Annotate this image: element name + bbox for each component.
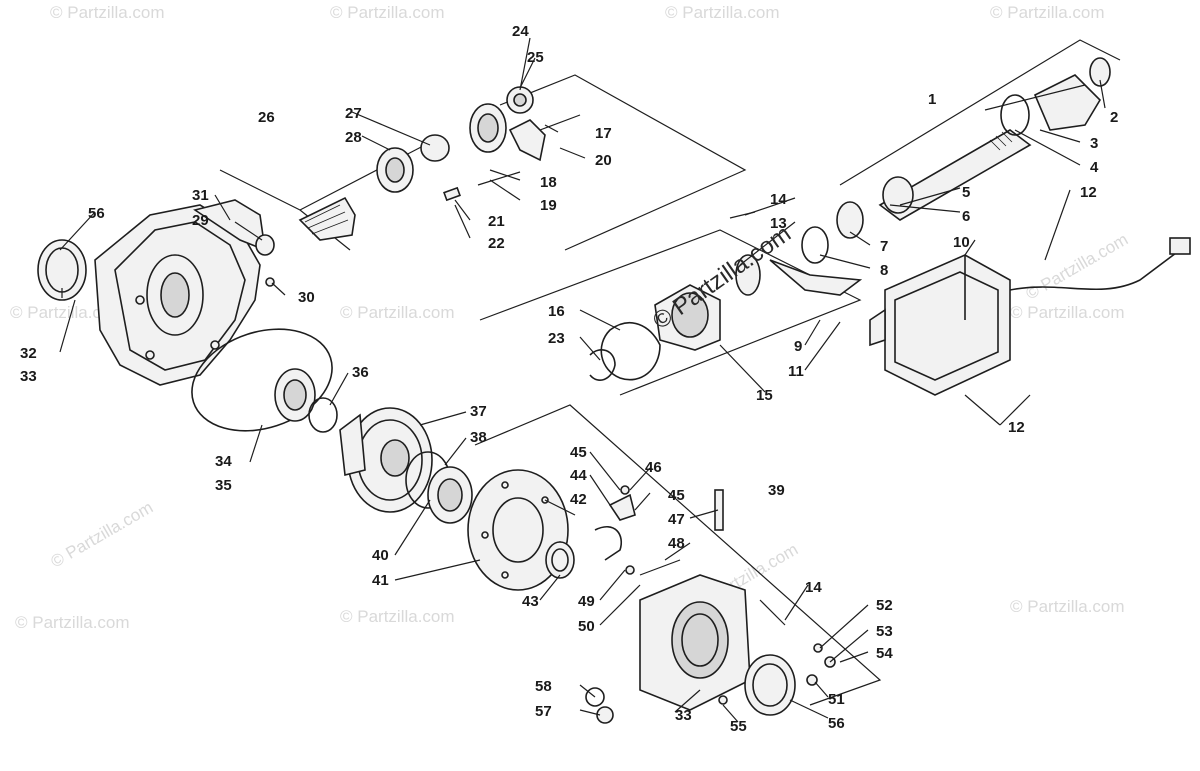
- callout-2: 2: [1110, 109, 1118, 126]
- callout-31: 31: [192, 187, 209, 204]
- sensor-housing: [589, 211, 863, 381]
- callout-14-top: 14: [770, 191, 787, 208]
- watermark: © Partzilla.com: [50, 3, 165, 22]
- callout-41: 41: [372, 572, 389, 589]
- callout-20: 20: [595, 152, 612, 169]
- watermark: © Partzilla.com: [990, 3, 1105, 22]
- bearing-36: [274, 368, 338, 433]
- callout-50: 50: [578, 618, 595, 635]
- shaft-assembly: [801, 57, 1111, 264]
- callout-32: 32: [20, 345, 37, 362]
- callout-22: 22: [488, 235, 505, 252]
- callout-42: 42: [570, 491, 587, 508]
- callout-43: 43: [522, 593, 539, 610]
- ring-gear: [339, 407, 433, 513]
- bracket-sensor: [479, 229, 862, 396]
- callout-16: 16: [548, 303, 565, 320]
- watermark: © Partzilla.com: [1010, 597, 1125, 616]
- bracket-shift: [499, 74, 747, 251]
- callout-9: 9: [794, 338, 802, 355]
- callout-19: 19: [540, 197, 557, 214]
- bearing-38: [405, 451, 473, 524]
- callout-53: 53: [876, 623, 893, 640]
- watermark: © Partzilla.com: [340, 303, 455, 322]
- callout-40: 40: [372, 547, 389, 564]
- bracket-39: [474, 404, 882, 706]
- watermark: © Partzilla.com: [340, 607, 455, 626]
- callout-47: 47: [668, 511, 685, 528]
- callout-39: 39: [768, 482, 785, 499]
- callout-13: 13: [770, 215, 787, 232]
- callout-49: 49: [578, 593, 595, 610]
- callout-11: 11: [788, 363, 804, 380]
- callout-57: 57: [535, 703, 552, 720]
- callout-25: 25: [527, 49, 544, 66]
- callout-51: 51: [828, 691, 845, 708]
- actuator-box: [869, 237, 1191, 396]
- callout-18: 18: [540, 174, 557, 191]
- callout-21: 21: [488, 213, 505, 230]
- callout-58: 58: [535, 678, 552, 695]
- callout-45-top: 45: [570, 444, 587, 461]
- callout-38: 38: [470, 429, 487, 446]
- callout-33-left: 33: [20, 368, 37, 385]
- o-ring-34: [191, 328, 333, 432]
- shift-fork-group: [443, 86, 581, 202]
- callout-55: 55: [730, 718, 747, 735]
- callout-14-bottom: 14: [805, 579, 822, 596]
- watermark: © Partzilla.com: [10, 303, 125, 322]
- watermark: © Partzilla.com: [1010, 303, 1125, 322]
- callout-34: 34: [215, 453, 232, 470]
- cover-plate: [467, 469, 569, 591]
- callout-1: 1: [928, 91, 936, 108]
- watermark: © Partzilla.com: [665, 3, 780, 22]
- callout-12-bottom: 12: [1008, 419, 1025, 436]
- leader-lines: [59, 37, 1106, 723]
- callout-8: 8: [880, 262, 888, 279]
- bracket-1: [839, 39, 1121, 186]
- callout-23: 23: [548, 330, 565, 347]
- rear-cover: [585, 574, 836, 724]
- center-watermark: © Partzilla.com: [648, 220, 796, 335]
- callout-24: 24: [512, 23, 529, 40]
- callout-37: 37: [470, 403, 487, 420]
- callout-35: 35: [215, 477, 232, 494]
- main-housing: [94, 199, 266, 386]
- callout-36: 36: [352, 364, 369, 381]
- callout-44: 44: [570, 467, 587, 484]
- callout-4: 4: [1090, 159, 1099, 176]
- callout-10: 10: [953, 234, 970, 251]
- callout-56-bottom: 56: [828, 715, 845, 732]
- callout-30: 30: [298, 289, 315, 306]
- pinion-assembly: [255, 134, 450, 287]
- callout-15: 15: [756, 387, 773, 404]
- watermark: © Partzilla.com: [1023, 230, 1132, 304]
- watermark: © Partzilla.com: [15, 613, 130, 632]
- callout-labels: 1 2 3 4 5 6 7 8 9 10 11 12 12 14 13 15 1…: [20, 23, 1118, 735]
- callout-5: 5: [962, 184, 970, 201]
- seal-56-left: [37, 239, 87, 301]
- callout-29: 29: [192, 212, 209, 229]
- callout-17: 17: [595, 125, 612, 142]
- callout-52: 52: [876, 597, 893, 614]
- small-parts: [545, 485, 724, 579]
- callout-7: 7: [880, 238, 888, 255]
- callout-28: 28: [345, 129, 362, 146]
- callout-56-left: 56: [88, 205, 105, 222]
- callout-48: 48: [668, 535, 685, 552]
- callout-45-right: 45: [668, 487, 685, 504]
- callout-3: 3: [1090, 135, 1098, 152]
- callout-27: 27: [345, 105, 362, 122]
- callout-54: 54: [876, 645, 893, 662]
- callout-12-top: 12: [1080, 184, 1097, 201]
- callout-6: 6: [962, 208, 970, 225]
- watermark: © Partzilla.com: [48, 498, 157, 572]
- watermark: © Partzilla.com: [330, 3, 445, 22]
- callout-26: 26: [258, 109, 275, 126]
- callout-46: 46: [645, 459, 662, 476]
- callout-33-bottom: 33: [675, 707, 692, 724]
